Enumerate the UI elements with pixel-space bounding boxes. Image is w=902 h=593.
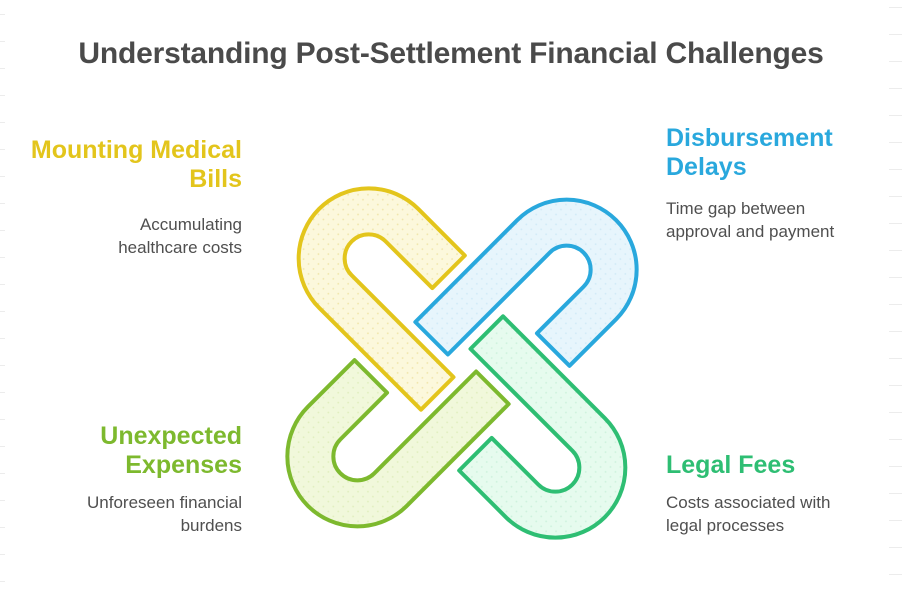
section-unexpected-expenses: Unexpected Expenses Unforeseen financial… — [12, 422, 242, 538]
left-edge-tick-marks — [0, 0, 5, 593]
knot-band-unexpected-expenses — [285, 358, 511, 529]
section-legal-fees: Legal Fees Costs associated with legal p… — [666, 451, 896, 538]
right-edge-tick-marks — [889, 0, 902, 593]
section-heading-disbursement-delays: Disbursement Delays — [666, 124, 833, 181]
section-body-unexpected-expenses: Unforeseen financial burdens — [87, 493, 242, 535]
section-heading-unexpected-expenses: Unexpected Expenses — [100, 422, 242, 479]
interlocking-ribbon-knot-graphic — [285, 186, 639, 540]
section-heading-legal-fees: Legal Fees — [666, 451, 796, 479]
page-title: Understanding Post-Settlement Financial … — [78, 37, 824, 70]
knot-band-mounting-medical-bills — [296, 186, 467, 412]
knot-band-disbursement-delays — [413, 197, 639, 368]
section-heading-mounting-medical-bills: Mounting Medical Bills — [30, 136, 242, 193]
knot-band-legal-fees — [457, 314, 628, 540]
section-mounting-medical-bills: Mounting Medical Bills Accumulating heal… — [12, 136, 242, 260]
section-body-legal-fees: Costs associated with legal processes — [666, 493, 831, 535]
section-disbursement-delays: Disbursement Delays Time gap between app… — [666, 124, 896, 244]
section-body-mounting-medical-bills: Accumulating healthcare costs — [118, 215, 242, 257]
section-body-disbursement-delays: Time gap between approval and payment — [666, 199, 835, 241]
